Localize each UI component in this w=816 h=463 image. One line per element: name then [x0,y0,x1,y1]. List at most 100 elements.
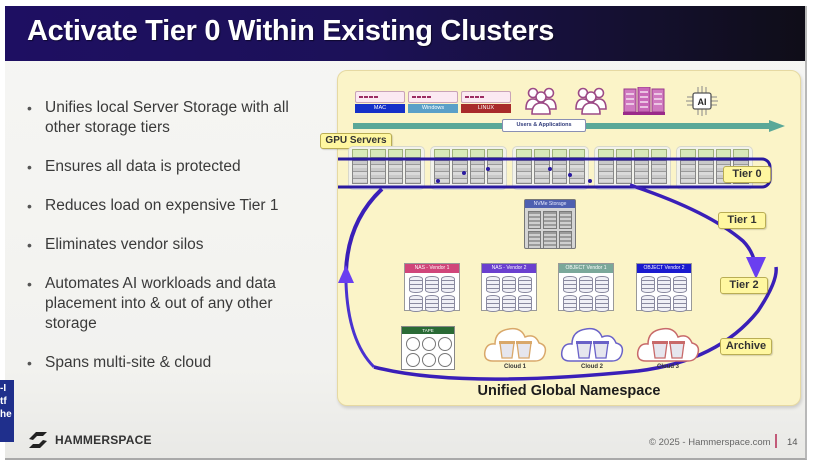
storage-vendor: OBJECT Vendor 1 [558,263,614,312]
footer-divider [775,434,777,448]
gpu-icon [651,149,667,158]
os-label: Windows [408,104,458,113]
client-device-icon [408,91,458,103]
storage-vendor: NAS - Vendor 1 [404,263,460,312]
users-icon [575,87,607,115]
cloud-storage-icon [636,327,700,362]
cloud-label: Cloud 1 [504,364,526,370]
left-edge-overlay: -I tf he [0,380,14,442]
gpu-icon [434,149,450,158]
ai-label: AI [698,97,707,107]
hammerspace-logo-icon [29,432,47,448]
architecture-diagram: MAC Windows LINUX [320,70,801,406]
os-label: LINUX [461,104,511,113]
nvme-storage: NVMe Storage [524,199,576,249]
tier0-label: Tier 0 [723,166,771,183]
server-storage-icon [569,160,585,184]
vendor-label: NAS - Vendor 2 [482,264,536,273]
bullet-item: Automates AI workloads and data placemen… [27,274,317,334]
server-storage-icon [651,160,667,184]
unified-global-namespace-label: Unified Global Namespace [477,383,661,399]
title-bar: Activate Tier 0 Within Existing Clusters [5,6,805,61]
cloud-storage-icon [483,327,547,362]
server-storage-icon [469,160,486,184]
gpu-icon [615,149,632,158]
gpu-server-cluster [594,146,671,190]
gpu-icon [715,149,732,158]
bullet-list: Unifies local Server Storage with all ot… [27,98,317,392]
client-device-icon [461,91,511,103]
tier1-label: Tier 1 [718,212,766,229]
server-storage-icon [387,160,404,184]
users-applications-label: Users & Applications [502,119,586,132]
gpu-icon [569,149,585,158]
footer-copyright: © 2025 - Hammerspace.com [649,437,771,448]
server-storage-icon [633,160,650,184]
vendor-label: NAS - Vendor 1 [405,264,459,273]
disk-stack-icon [637,273,691,315]
server-storage-icon [598,160,614,184]
cloud-label: Cloud 3 [657,364,679,370]
gpu-server-cluster [348,146,425,190]
gpu-icon [733,149,749,158]
gpu-icon [633,149,650,158]
os-client-windows: Windows [408,91,458,113]
tier2-label: Tier 2 [720,277,768,294]
left-arrowhead [338,265,354,283]
gpu-server-cluster [512,146,589,190]
server-storage-icon [697,160,714,184]
bullet-item: Ensures all data is protected [27,157,317,177]
gpu-icon [598,149,614,158]
server-storage-icon [533,160,550,184]
nvme-label: NVMe Storage [525,200,575,208]
gpu-icon [451,149,468,158]
tape-archive: TAPE [401,326,455,370]
gpu-icon [487,149,503,158]
left-return-arc [344,187,384,272]
gpu-icon [697,149,714,158]
cloud-storage-icon [560,327,624,362]
server-storage-icon [615,160,632,184]
gpu-icon [369,149,386,158]
os-label: MAC [355,104,405,113]
gpu-icon [469,149,486,158]
disk-stack-icon [405,273,459,315]
tier2-arrowhead [746,257,766,279]
bullet-item: Unifies local Server Storage with all ot… [27,98,317,138]
gpu-icon [551,149,568,158]
page-number: 14 [787,437,798,448]
client-device-icon [355,91,405,103]
os-client-linux: LINUX [461,91,511,113]
disk-stack-icon [559,273,613,315]
slide-title: Activate Tier 0 Within Existing Clusters [27,15,555,47]
hammerspace-logo: HAMMERSPACE [27,430,152,450]
gpu-icon [680,149,696,158]
server-storage-icon [369,160,386,184]
server-storage-icon [434,160,450,184]
tape-reels-icon [402,334,454,370]
gpu-icon [352,149,368,158]
server-storage-icon [551,160,568,184]
slide: Activate Tier 0 Within Existing Clusters… [5,6,807,460]
vendor-label: OBJECT Vendor 1 [559,264,613,273]
server-storage-icon [405,160,421,184]
gpu-icon [516,149,532,158]
os-client-mac: MAC [355,91,405,113]
bullet-item: Spans multi-site & cloud [27,353,317,373]
server-storage-icon [487,160,503,184]
archive-label: Archive [720,338,772,355]
server-storage-icon [516,160,532,184]
gpu-icon [533,149,550,158]
server-storage-icon [451,160,468,184]
users-icon [525,87,557,115]
gpu-icon [405,149,421,158]
gpu-server-cluster [430,146,507,190]
cloud-label: Cloud 2 [581,364,603,370]
server-storage-icon [680,160,696,184]
storage-vendor: OBJECT Vendor 2 [636,263,692,312]
server-storage-icon [352,160,368,184]
gpu-icon [387,149,404,158]
bullet-item: Eliminates vendor silos [27,235,317,255]
vendor-label: OBJECT Vendor 2 [637,264,691,273]
logo-text: HAMMERSPACE [55,433,152,447]
